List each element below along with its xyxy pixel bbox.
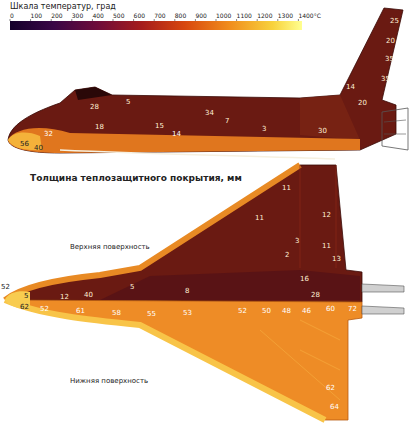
callout-number: 56 — [20, 141, 29, 148]
callout-number: 5 — [130, 284, 134, 291]
scale-value: 800 — [175, 13, 186, 19]
callout-number: 62 — [326, 385, 335, 392]
side-view — [8, 8, 408, 159]
callout-number: 72 — [348, 306, 357, 313]
callout-number: 35 — [381, 76, 390, 83]
callout-number: 5 — [126, 99, 130, 106]
temperature-scale — [10, 21, 302, 30]
callout-number: 55 — [147, 311, 156, 318]
callout-number: 46 — [302, 308, 311, 315]
callout-number: 34 — [205, 110, 214, 117]
scale-value: 1300 — [278, 13, 293, 19]
callout-number: 8 — [185, 288, 189, 295]
scale-value: 1200 — [257, 13, 272, 19]
scale-ticks — [10, 19, 298, 21]
callout-number: 40 — [34, 145, 43, 152]
callout-number: 3 — [262, 126, 266, 133]
callout-number: 52 — [40, 306, 49, 313]
callout-number: 50 — [262, 308, 271, 315]
scale-value: 1400°С — [298, 13, 320, 19]
scale-value: 900 — [195, 13, 206, 19]
callout-number: 32 — [44, 131, 53, 138]
scale-value: 300 — [72, 13, 83, 19]
callout-number: 14 — [172, 131, 181, 138]
scale-value: 600 — [134, 13, 145, 19]
callout-number: 28 — [311, 292, 320, 299]
scale-value: 500 — [113, 13, 124, 19]
scale-value: 700 — [154, 13, 165, 19]
callout-number: 35 — [385, 56, 394, 63]
callout-number: 14 — [346, 84, 355, 91]
caption-heading: Толщина теплозащитного покрытия, мм — [30, 174, 242, 183]
callout-number: 62 — [20, 304, 29, 311]
scale-heading: Шкала температур, град — [10, 3, 116, 11]
scale-value: 1000 — [216, 13, 231, 19]
callout-number: 15 — [155, 123, 164, 130]
callout-number: 3 — [295, 238, 299, 245]
callout-number: 11 — [255, 215, 264, 222]
callout-number: 28 — [90, 104, 99, 111]
callout-number: 48 — [282, 308, 291, 315]
callout-number: 20 — [358, 100, 367, 107]
callout-number: 12 — [60, 294, 69, 301]
surface-label: Верхняя поверхность — [70, 244, 150, 251]
callout-number: 18 — [95, 124, 104, 131]
callout-number: 20 — [386, 38, 395, 45]
callout-number: 53 — [183, 310, 192, 317]
callout-number: 5 — [24, 293, 28, 300]
callout-number: 60 — [326, 306, 335, 313]
callout-number: 52 — [1, 284, 10, 291]
callout-number: 2 — [285, 252, 289, 259]
scale-value: 400 — [92, 13, 103, 19]
scale-value: 200 — [51, 13, 62, 19]
callout-number: 25 — [390, 18, 399, 25]
callout-number: 7 — [225, 118, 229, 125]
callout-number: 11 — [282, 185, 291, 192]
callout-number: 12 — [322, 212, 331, 219]
callout-number: 58 — [112, 310, 121, 317]
plan-view — [5, 165, 404, 420]
callout-number: 30 — [318, 128, 327, 135]
callout-number: 16 — [300, 276, 309, 283]
surface-label: Нижняя поверхность — [70, 378, 148, 385]
callout-number: 13 — [332, 256, 341, 263]
scale-value: 100 — [31, 13, 42, 19]
scale-value: 0 — [10, 13, 14, 19]
callout-number: 52 — [238, 308, 247, 315]
callout-number: 64 — [330, 404, 339, 411]
callout-number: 61 — [76, 308, 85, 315]
callout-number: 11 — [322, 243, 331, 250]
callout-number: 40 — [84, 292, 93, 299]
scale-value: 1100 — [237, 13, 252, 19]
